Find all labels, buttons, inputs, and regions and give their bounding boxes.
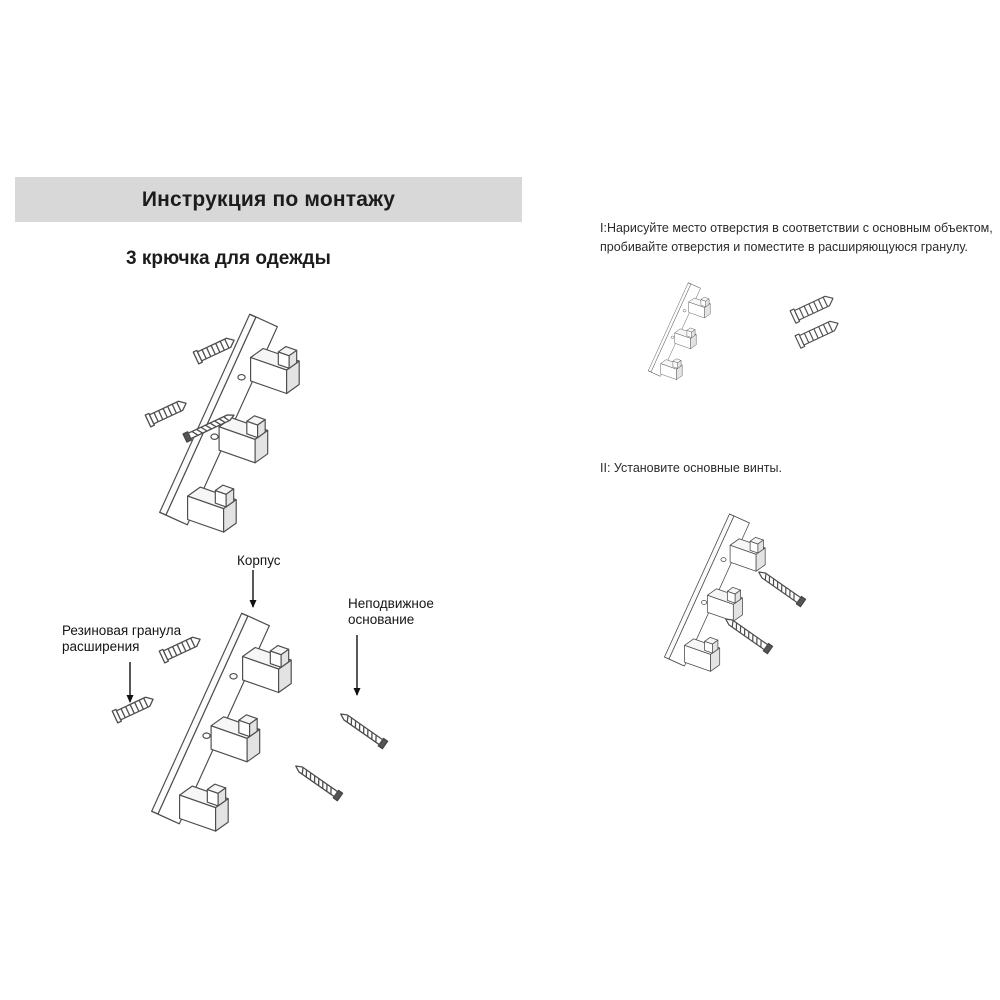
title-banner: Инструкция по монтажу (15, 177, 522, 222)
screw-icon (755, 567, 807, 608)
screw-icon (292, 761, 344, 802)
step1-text: I:Нарисуйте место отверстия в соответств… (600, 221, 993, 254)
wall-anchor-icon (789, 291, 837, 324)
wall-anchor-icon (794, 316, 842, 349)
wall-anchor-icon (144, 396, 190, 428)
labeled-figure (111, 570, 389, 840)
hook-rack-drawing (664, 514, 765, 671)
step1-figure (598, 262, 842, 392)
hook-rack-drawing (648, 283, 710, 380)
callout-expansion-granule: Резиновая гранула расширения (62, 623, 182, 654)
step2-text: II: Установите основные винты. (600, 461, 782, 475)
product-subtitle: 3 крючка для одежды (126, 248, 331, 269)
page-title: Инструкция по монтажу (141, 187, 396, 211)
main-product-figure (144, 276, 438, 526)
screw-icon (337, 709, 389, 750)
callout-body: Корпус (237, 553, 281, 568)
screw-icon (722, 614, 774, 655)
wall-anchor-icon (111, 692, 157, 724)
callout-fixed-base: Неподвижное основание (348, 596, 434, 627)
step2-figure (598, 478, 807, 713)
